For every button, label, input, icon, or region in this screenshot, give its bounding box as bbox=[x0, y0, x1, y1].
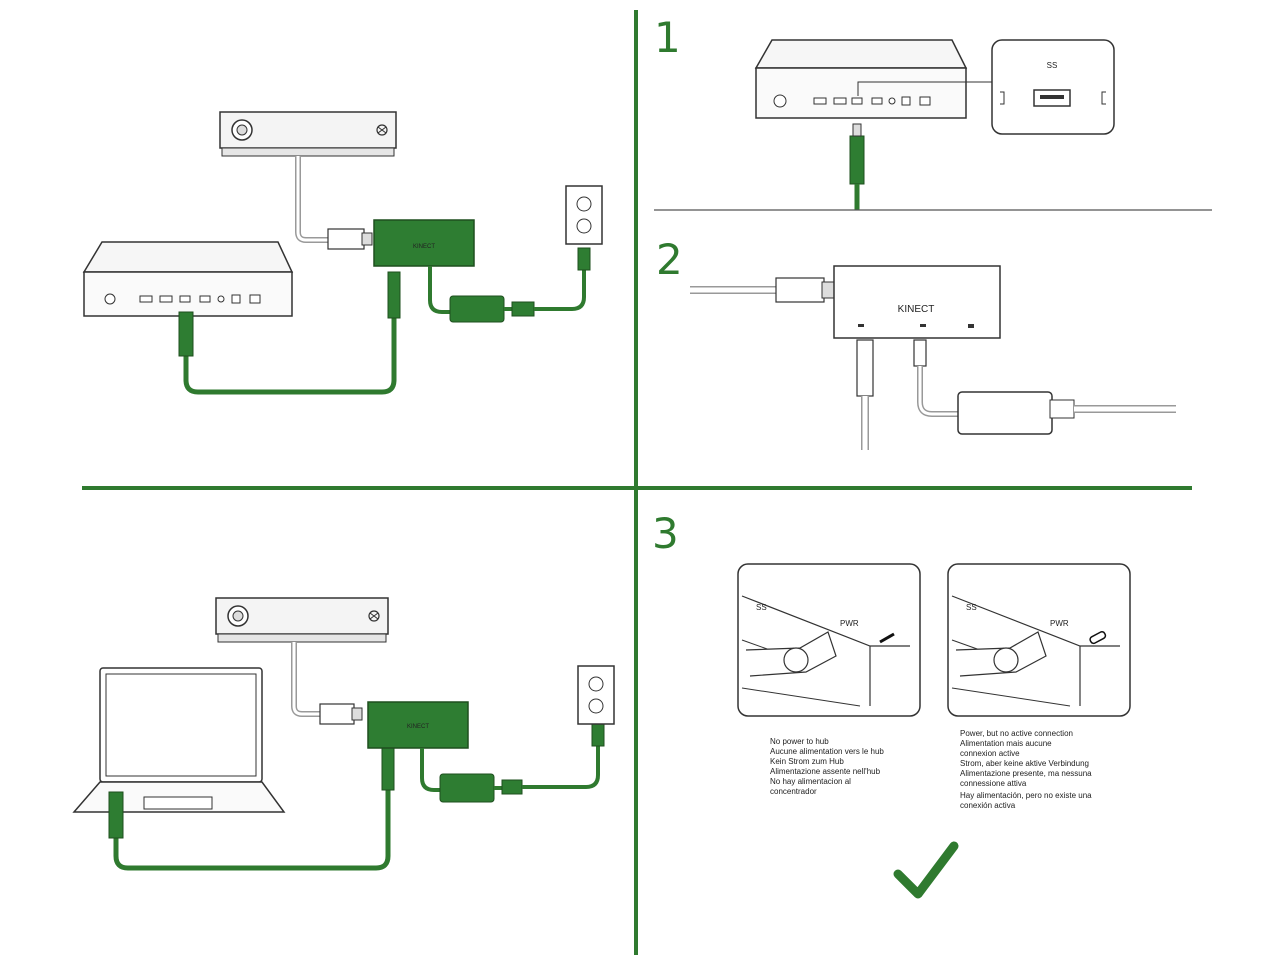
checkmark-icon bbox=[893, 841, 959, 899]
caption-no-power: No power to hub Aucune alimentation vers… bbox=[770, 737, 884, 796]
kinect-sensor-pc bbox=[215, 597, 389, 643]
caption-left-line: No power to hub bbox=[770, 737, 829, 746]
panel-step-two: KINECT bbox=[690, 265, 1176, 450]
usb-port-label: SS bbox=[756, 603, 767, 612]
kinect-sensor bbox=[219, 111, 397, 157]
step-two-number: 2 bbox=[656, 235, 683, 284]
usb-port-label-2: SS bbox=[966, 603, 977, 612]
power-outlet-icon-pc bbox=[577, 665, 615, 725]
status-power-no-connection: SS PWR bbox=[947, 563, 1131, 717]
status-no-power: SS PWR bbox=[737, 563, 921, 717]
kinect-hub-outline: KINECT bbox=[833, 265, 1001, 339]
caption-right-line: Hay alimentación, pero no existe una bbox=[960, 791, 1092, 800]
caption-left-line: Kein Strom zum Hub bbox=[770, 757, 844, 766]
caption-right-line: Alimentazione presente, ma nessuna bbox=[960, 769, 1092, 778]
caption-right-line: conexión activa bbox=[960, 801, 1016, 810]
usb-port-zoom: SS bbox=[991, 39, 1115, 135]
caption-right-line: Alimentation mais aucune bbox=[960, 739, 1052, 748]
pwr-port-label: PWR bbox=[840, 619, 859, 628]
panel-pc-setup: KINECT bbox=[72, 597, 615, 871]
xbox-logo-icon-pc bbox=[368, 610, 380, 622]
caption-right-line: connessione attiva bbox=[960, 779, 1027, 788]
xbox-logo-icon bbox=[376, 124, 388, 136]
panel-xbox-setup: KINECT bbox=[82, 111, 603, 395]
step-three-number: 3 bbox=[652, 509, 679, 558]
caption-left-line: concentrador bbox=[770, 787, 817, 796]
kinect-hub-pc: KINECT bbox=[367, 701, 469, 749]
panel-step-three: SS PWR SS PWR No power to hub Aucune ali… bbox=[737, 563, 1131, 899]
caption-right-line: connexion active bbox=[960, 749, 1020, 758]
usb-icon: SS bbox=[1047, 61, 1058, 70]
xbox-console bbox=[82, 241, 294, 317]
caption-right-line: Power, but no active connection bbox=[960, 729, 1073, 738]
step-one-number: 1 bbox=[654, 13, 681, 62]
hub-label: KINECT bbox=[413, 244, 435, 250]
power-outlet-icon bbox=[565, 185, 603, 245]
xbox-console-rear bbox=[754, 39, 968, 119]
caption-left-line: No hay alimentacion al bbox=[770, 777, 851, 786]
hub-label-step2: KINECT bbox=[898, 304, 935, 315]
caption-left-line: Aucune alimentation vers le hub bbox=[770, 747, 884, 756]
kinect-hub: KINECT bbox=[373, 219, 475, 267]
caption-right-line: Strom, aber keine aktive Verbindung bbox=[960, 759, 1089, 768]
caption-left-line: Alimentazione assente nell'hub bbox=[770, 767, 881, 776]
laptop bbox=[72, 667, 286, 813]
hub-label-pc: KINECT bbox=[407, 724, 429, 730]
panel-step-one: SS bbox=[654, 39, 1212, 211]
pwr-port-label-2: PWR bbox=[1050, 619, 1069, 628]
caption-power-no-connection: Power, but no active connection Alimenta… bbox=[960, 729, 1092, 810]
